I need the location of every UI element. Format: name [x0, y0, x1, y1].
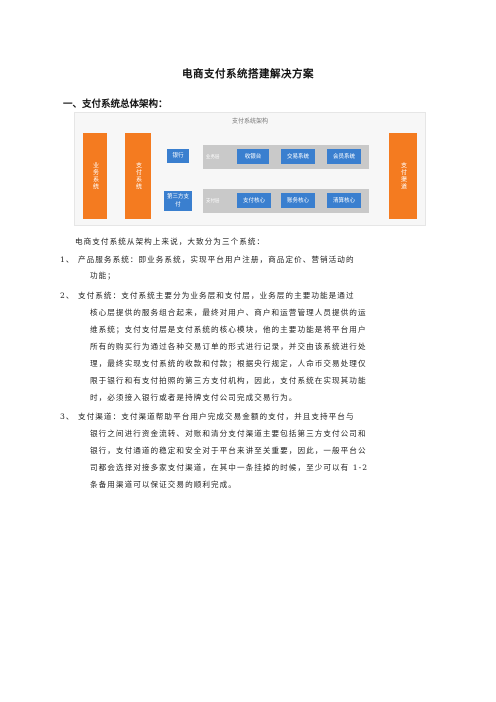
business-layer-label: 业务层: [206, 155, 220, 160]
item2-line: 2、 支付系统：支付系统主要分为业务层和支付层，业务层的主要功能是通过: [60, 291, 355, 300]
payment-channel-block: 支付渠道: [389, 133, 417, 219]
item2-line: 限于银行和有支付拍照的第三方支付机构，因此，支付系统在实现其功能: [90, 376, 367, 385]
item2-line: 所有的购买行为通过各种交易订单的形式进行记录，并交由该系统进行处: [90, 342, 367, 351]
accounting-core-box: 账务核心: [281, 193, 315, 208]
item3-line: 3、 支付渠道：支付渠道帮助平台用户完成交易金额的支付，并且支持平台与: [60, 412, 355, 421]
item3-line: 司都会选择对接多家支付渠道，在其中一条挂掉的时候，至少可以有 1-2: [90, 463, 369, 472]
item3-line: 银行之间进行资金流转、对账和清分支付渠道主要包括第三方支付公司和: [90, 429, 367, 438]
section-heading: 一、支付系统总体架构：: [63, 99, 168, 110]
item3-line: 银行，支付通道的稳定和安全对于平台来讲至关重要，因此，一般平台公: [90, 446, 367, 455]
item1-line: 功能；: [90, 271, 116, 280]
cashier-box: 收银台: [237, 149, 269, 164]
bank-box: 银行: [167, 149, 189, 163]
business-system-block: 业务系统: [83, 133, 107, 219]
payment-layer-label: 支付层: [206, 199, 220, 204]
item2-line: 核心层提供的服务组合起来，最终对用户、商户和运营管理人员提供的运: [90, 308, 367, 317]
diagram-title: 支付系统架构: [231, 118, 268, 125]
document-title: 电商支付系统搭建解决方案: [182, 68, 314, 80]
member-system-box: 会员系统: [327, 149, 361, 164]
item2-line: 维系统；支付支付层是支付系统的核心模块，他的主要功能是将平台用户: [90, 325, 367, 334]
clearing-core-box: 清算核心: [327, 193, 361, 208]
architecture-diagram: 支付系统架构 业务系统 支付系统 银行 第三方支付 业务层 收银台 交易系统 会…: [74, 112, 426, 226]
trade-system-box: 交易系统: [281, 149, 315, 164]
item3-line: 条备用渠道可以保证交易的顺利完成。: [90, 480, 237, 489]
payment-core-box: 支付核心: [237, 193, 271, 208]
item2-line: 时，必须接入银行或者是持牌支付公司完成交易行为。: [90, 393, 298, 402]
item2-line: 理，最终实现支付系统的收款和付款；根据央行规定，人命币交易处理仅: [90, 359, 367, 368]
intro-text: 电商支付系统从架构上来说，大致分为三个系统：: [75, 237, 266, 246]
item1-line: 1、 产品服务系统：即业务系统，实现平台用户注册，商品定价、营销活动的: [60, 255, 355, 264]
third-party-box: 第三方支付: [164, 191, 192, 211]
payment-system-block: 支付系统: [125, 133, 151, 219]
